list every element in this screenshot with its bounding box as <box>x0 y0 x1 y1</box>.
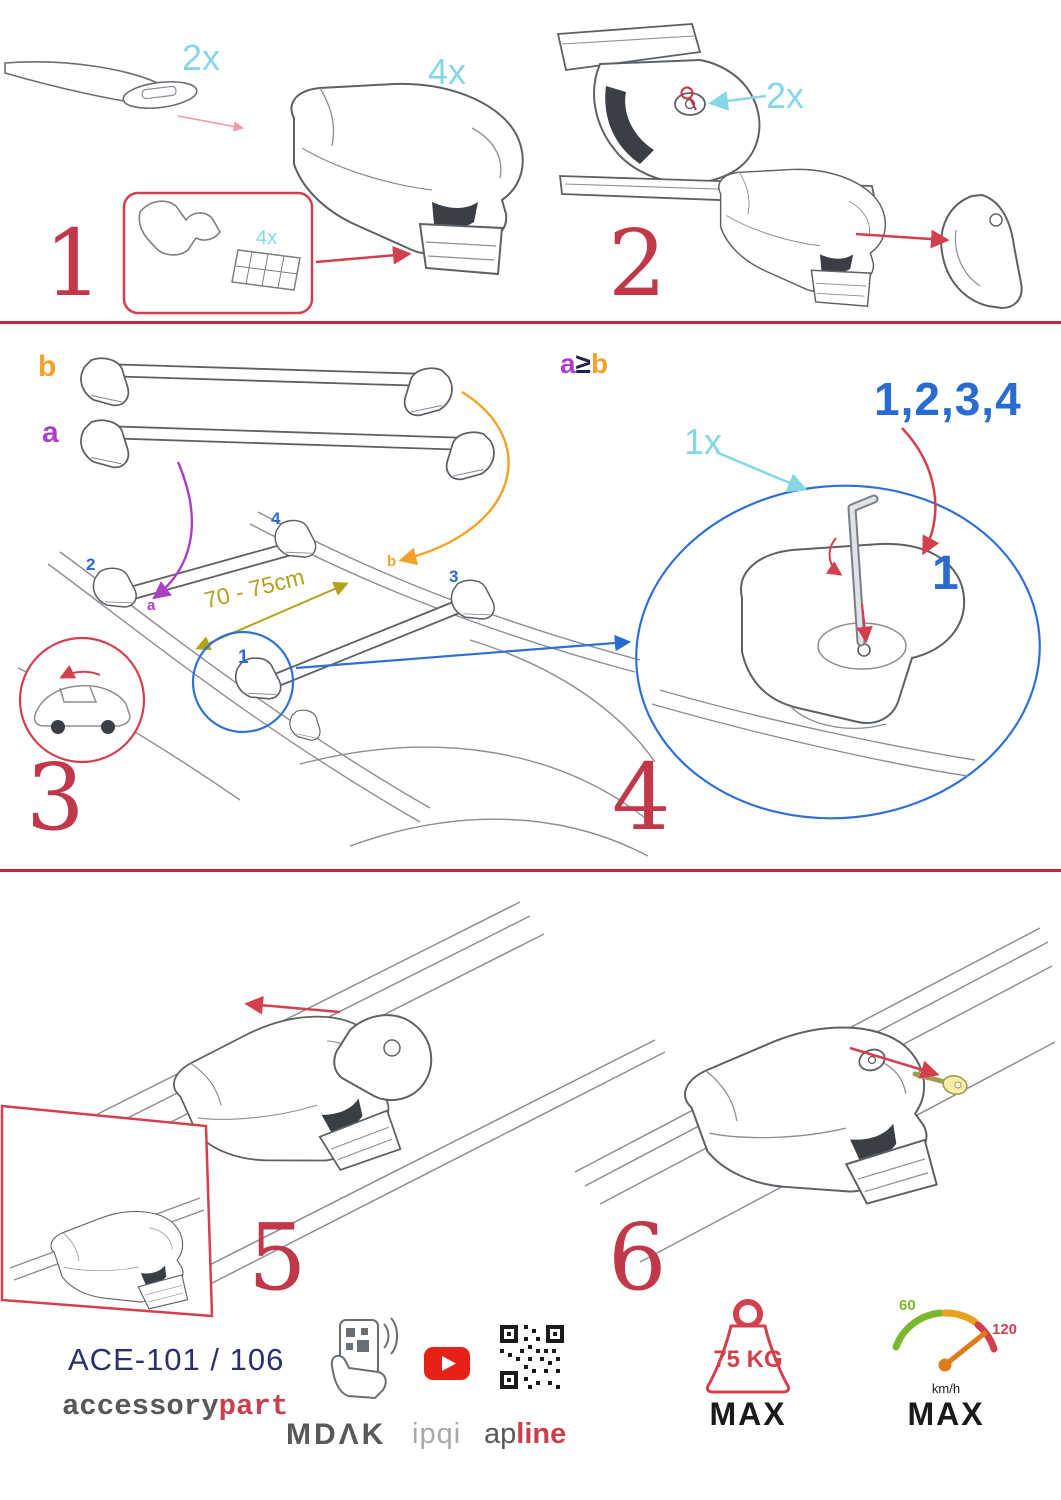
bolt-arrow <box>856 603 873 644</box>
first-position-label: 1 <box>932 547 959 600</box>
step-1-arrow <box>315 245 412 265</box>
step-3-illustration <box>17 357 656 857</box>
car-inset <box>18 636 146 764</box>
roof-position-4: 4 <box>271 509 281 528</box>
sequence-arrow <box>901 427 940 556</box>
product-code: ACE-101 / 106 <box>68 1342 285 1377</box>
pad-inset <box>122 191 314 315</box>
weight-max-label: MAX <box>709 1396 787 1432</box>
end-support-illustration <box>940 193 1023 310</box>
bar-a-label: a <box>42 416 59 449</box>
bar-quantity-label: 2x <box>182 37 221 78</box>
lock-cylinder <box>858 1048 886 1072</box>
callout-circle <box>191 630 295 734</box>
callout-arrow <box>295 634 632 670</box>
roof-position-3: 3 <box>449 567 459 586</box>
speed-max-label: MAX <box>907 1396 985 1432</box>
formula-a: a <box>560 348 576 379</box>
step-6-arrow <box>849 1046 940 1079</box>
youtube-icon <box>424 1347 470 1380</box>
bar-b-arrow <box>398 390 510 566</box>
logo-ap: ap <box>484 1418 517 1450</box>
step-6-illustration <box>574 927 1056 1263</box>
lock-quantity-label: 2x <box>766 75 805 116</box>
brand-part: part <box>218 1390 289 1423</box>
logo-apline: apline <box>484 1420 566 1449</box>
formula-b: b <box>590 348 609 379</box>
brand-wordmark: accessorypart <box>62 1392 288 1421</box>
magnifier-ellipse <box>635 484 1041 820</box>
tool-arrow <box>715 450 808 493</box>
step-4-number: 4 <box>612 744 671 851</box>
weight-icon <box>705 1299 791 1394</box>
bar-b-label: b <box>38 350 57 383</box>
bar-a-arrow <box>152 461 193 600</box>
step-1-number: 1 <box>44 210 103 317</box>
divider-top <box>0 321 1061 324</box>
logo-ipqi: ipqi <box>412 1418 462 1450</box>
roof-b-label: b <box>387 553 397 570</box>
formula-operator: ≥ <box>575 348 591 379</box>
step-4-illustration <box>635 427 1041 820</box>
step-2-number: 2 <box>608 210 667 317</box>
foot-illustration <box>290 82 524 275</box>
step-5-illustration <box>0 901 666 1336</box>
logo-line: line <box>516 1418 567 1450</box>
tool-quantity-label: 1x <box>684 421 723 462</box>
speed-unit-label: km/h <box>931 1381 961 1396</box>
clamp-arm-illustration <box>333 1014 433 1102</box>
pad-quantity-label: 4x <box>256 227 278 249</box>
lock-arrow <box>708 91 767 111</box>
divider-bottom <box>0 869 1061 872</box>
rotate-arrow <box>825 537 843 576</box>
logo-mdak: MDΛK <box>286 1418 387 1451</box>
step-5-arrow <box>244 995 341 1015</box>
step-3-number: 3 <box>26 744 85 851</box>
crossbar-illustration <box>4 61 198 110</box>
lock-cylinder <box>674 92 706 116</box>
weight-limit-label: 75 KG <box>713 1346 783 1373</box>
leader-line <box>177 115 245 132</box>
speedometer-icon <box>892 1309 998 1372</box>
speed-low-label: 60 <box>899 1297 916 1314</box>
roof-a-label: a <box>147 597 156 614</box>
roof-position-1: 1 <box>238 647 249 668</box>
mounted-inset <box>0 1104 214 1336</box>
step-2-illustration <box>556 23 1023 310</box>
qr-code <box>500 1325 564 1389</box>
brand-accessory: accessory <box>62 1390 219 1423</box>
step-6-number: 6 <box>608 1204 667 1311</box>
tighten-sequence-label: 1,2,3,4 <box>874 373 1022 425</box>
key-icon <box>680 86 697 111</box>
foot-quantity-label: 4x <box>428 51 467 92</box>
scan-phone-icon <box>330 1317 398 1400</box>
step-5-number: 5 <box>248 1204 307 1311</box>
step-1-illustration <box>4 61 524 315</box>
roof-position-2: 2 <box>86 555 96 574</box>
speed-high-label: 120 <box>992 1321 1018 1338</box>
allen-key-icon <box>847 494 879 647</box>
foot-illustration <box>718 168 887 307</box>
length-formula: a≥b <box>560 350 608 378</box>
step-2-arrow <box>855 229 950 249</box>
